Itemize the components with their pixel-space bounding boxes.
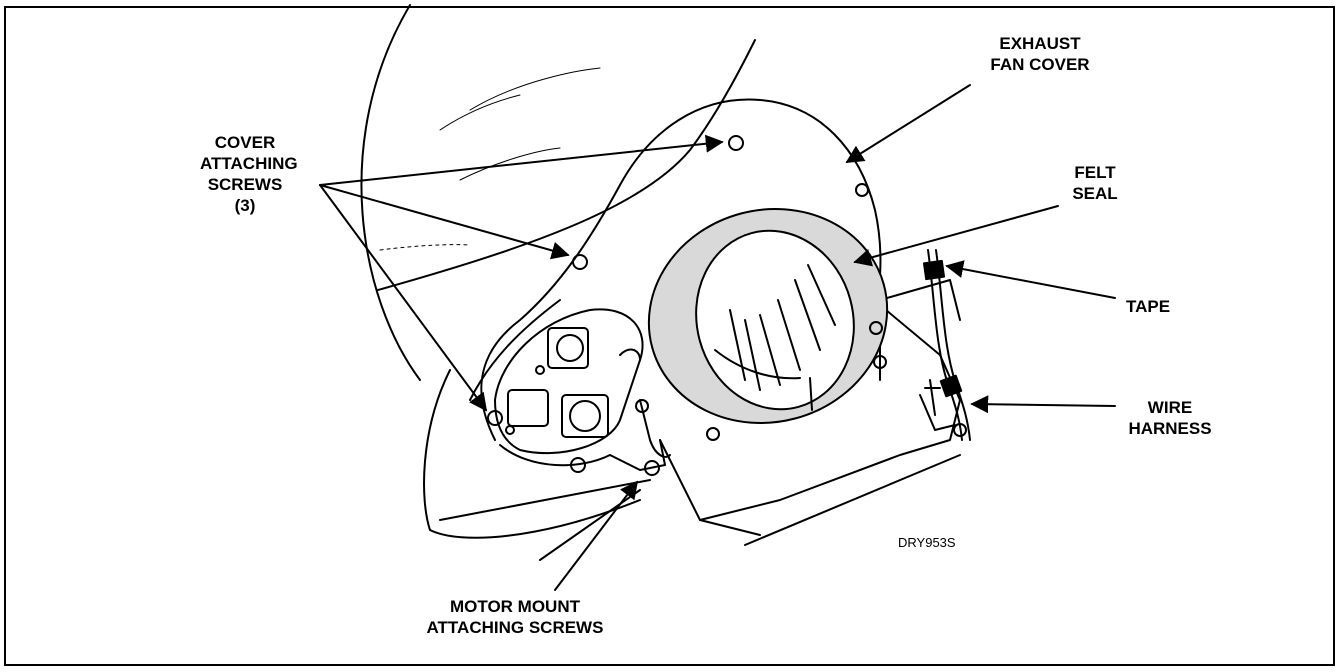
motor-mount-attaching-screws-label: MOTOR MOUNT ATTACHING SCREWS <box>426 597 604 637</box>
screws <box>487 135 967 476</box>
figure-id: DRY953S <box>898 535 956 550</box>
leader-lines <box>319 84 1116 591</box>
fan-cover-body <box>469 98 882 471</box>
wire-harness-art <box>922 249 971 441</box>
drum-outline <box>360 4 756 561</box>
felt-seal-label: FELT SEAL <box>1072 163 1118 203</box>
cover-attaching-screws-label: COVER ATTACHING SCREWS (3) <box>200 133 298 215</box>
wire-harness-label: WIRE HARNESS <box>1128 398 1212 438</box>
felt-seal-ring <box>647 208 889 424</box>
base-plate <box>659 279 961 546</box>
tape-label: TAPE <box>1125 297 1171 316</box>
motor-housing <box>494 308 671 458</box>
exhaust-fan-cover-label: EXHAUST FAN COVER <box>990 34 1090 74</box>
